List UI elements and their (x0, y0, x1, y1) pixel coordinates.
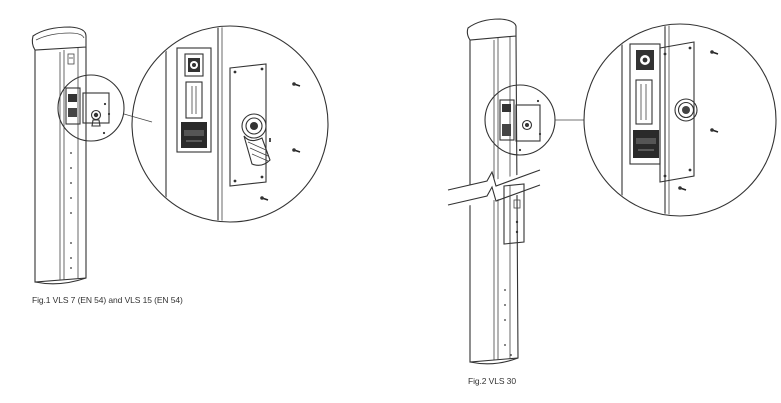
mounting-holes (70, 152, 72, 269)
terminal-block-icon (176, 47, 212, 153)
figure-2 (447, 18, 777, 365)
detail-circle-1 (131, 25, 329, 223)
speaker-column-vls7-15 (31, 26, 87, 285)
cable-gland-icon (241, 113, 271, 166)
figure-2-caption: Fig.2 VLS 30 (468, 376, 516, 386)
mounting-bracket (503, 183, 525, 245)
cable-gland-icon (674, 98, 698, 122)
inset-circle-small-2 (484, 84, 556, 156)
screw-icon (678, 50, 719, 191)
detail-circle-2 (583, 23, 777, 217)
figure-1-caption: Fig.1 VLS 7 (EN 54) and VLS 15 (EN 54) (32, 295, 183, 305)
speaker-column-vls30 (447, 18, 541, 365)
zoom-connector-1 (123, 113, 153, 123)
screw-icon (260, 82, 301, 201)
figure-1 (31, 25, 329, 285)
cover-plate-icon (659, 41, 695, 183)
terminal-block-icon (629, 43, 661, 165)
cover-plate-icon (229, 63, 267, 187)
inset-circle-small-1 (57, 74, 125, 142)
